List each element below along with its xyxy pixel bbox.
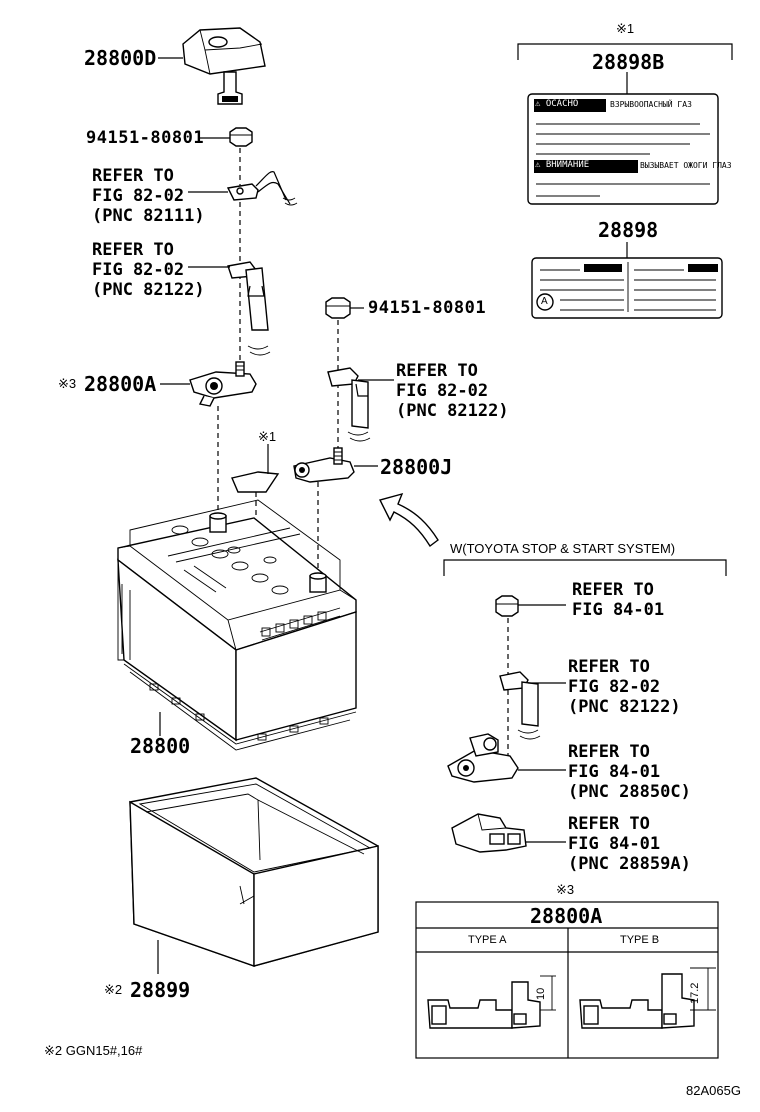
stop-start-nut-drawing (495, 595, 519, 617)
part-battery-label: 28800 (130, 734, 191, 758)
type-table-title: 28800A (530, 904, 603, 928)
cable-82122-left-drawing (227, 261, 271, 356)
part-28898-label: 28898 (598, 218, 659, 242)
label-b-warning-2: ⚠ ВНИМАНИЕ (535, 160, 590, 170)
battery-tray-drawing (129, 777, 379, 967)
labels-box-frame (517, 43, 733, 60)
label-28898-drawing (531, 257, 723, 319)
nut-right-drawing (325, 297, 351, 319)
stop-start-arrow (378, 492, 439, 548)
stop-start-frame (443, 559, 727, 576)
figure-code: 82A065G (686, 1083, 741, 1098)
nut-top-drawing (229, 127, 253, 147)
tray-note-mark: ※2 (104, 982, 123, 997)
cable-82122-right-drawing (327, 367, 371, 442)
stop-start-sensor-drawing (447, 733, 519, 783)
part-28898b-label: 28898B (592, 50, 665, 74)
label-circle-a: A (541, 296, 548, 307)
type-a-clamp-drawing (427, 975, 556, 1029)
label-b-warning-1-text: ВЗРЫВООПАСНЫЙ ГАЗ (610, 100, 692, 109)
label-b-warning-2-text: ВЫЗЫВАЕТ ОЖОГИ ГЛАЗ (640, 161, 732, 170)
labels-box-note-mark: ※1 (616, 21, 635, 36)
clamp-28800j-drawing (293, 447, 355, 483)
type-a-header: TYPE A (468, 934, 507, 946)
refer-stop-start-cable-label: REFER TO FIG 82-02 (PNC 82122) (568, 657, 681, 717)
refer-stop-start-nut-label: REFER TO FIG 84-01 (572, 580, 665, 620)
type-b-clamp-drawing (579, 967, 716, 1029)
terminal-cover-drawing (182, 27, 266, 105)
part-28800d-label: 28800D (84, 46, 157, 70)
label-28898b-drawing (527, 93, 719, 205)
part-nut-top-label: 94151-80801 (86, 128, 205, 148)
stop-start-cable-drawing (499, 671, 541, 740)
type-b-dimension: 17.2 (689, 982, 701, 1004)
part-28800j-label: 28800J (380, 455, 453, 479)
refer-cable-82111-label: REFER TO FIG 82-02 (PNC 82111) (92, 166, 205, 226)
type-table-note-mark: ※3 (556, 882, 575, 897)
stop-start-heading: W(TOYOTA STOP & START SYSTEM) (450, 541, 676, 556)
label-sticker-drawing (231, 471, 280, 493)
clamp-28800a-drawing (189, 361, 257, 407)
refer-stop-start-sensor-label: REFER TO FIG 84-01 (PNC 28850C) (568, 742, 691, 802)
type-a-dimension: 10 (535, 987, 547, 1000)
refer-cable-82122-left-label: REFER TO FIG 82-02 (PNC 82122) (92, 240, 205, 300)
refer-cable-82122-right-label: REFER TO FIG 82-02 (PNC 82122) (396, 361, 509, 421)
part-nut-right-label: 94151-80801 (368, 298, 487, 318)
footnote: ※2 GGN15#,16# (44, 1043, 143, 1058)
battery-drawing (117, 499, 357, 751)
refer-stop-start-clamp-label: REFER TO FIG 84-01 (PNC 28859A) (568, 814, 691, 874)
type-b-header: TYPE B (620, 934, 660, 946)
type-table-frame (415, 901, 719, 1059)
label-b-warning-1: ⚠ ОСАСНО (535, 99, 579, 109)
part-28800a-label: 28800A (84, 372, 157, 396)
clamp-a-note-mark: ※3 (58, 376, 77, 391)
cable-82111-drawing (226, 171, 298, 206)
sticker-note-mark: ※1 (258, 429, 277, 444)
part-tray-label: 28899 (130, 978, 191, 1002)
stop-start-clamp-drawing (451, 813, 527, 853)
